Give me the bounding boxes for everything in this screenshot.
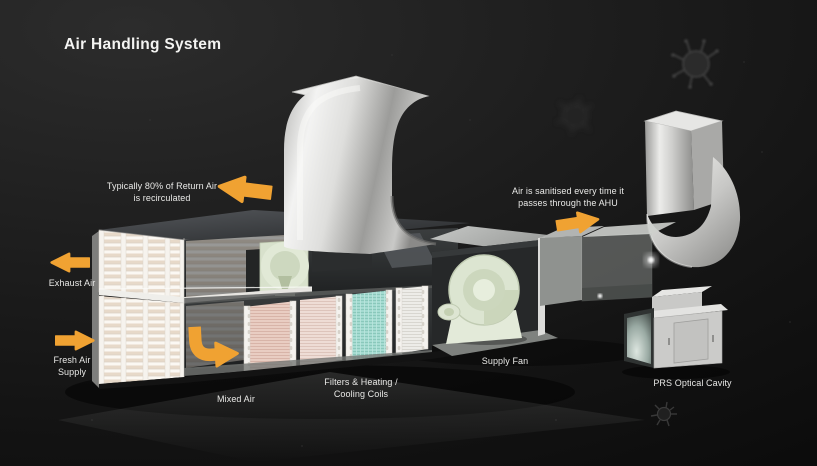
fresh-air-label-line2: Supply — [57, 367, 87, 378]
filters-coils-label: Filters & Heating / Cooling Coils — [297, 376, 425, 400]
fresh-air-label-line1: Fresh Air — [53, 355, 91, 365]
right-duct-graphic — [643, 110, 741, 268]
recirculated-label: Typically 80% of Return Air is recircula… — [97, 180, 227, 204]
sanitised-label-line2: passes through the AHU — [518, 198, 618, 209]
page-title: Air Handling System — [64, 36, 222, 53]
sanitised-arrow-right-icon — [555, 211, 600, 234]
virus-particle-icon — [555, 96, 593, 136]
sanitised-label-line1: Air is sanitised every time it — [511, 186, 625, 196]
filters-coils-label-line1: Filters & Heating / — [324, 377, 398, 387]
supply-fan-label: Supply Fan — [481, 356, 529, 366]
fresh-air-arrow-right-icon — [55, 330, 95, 351]
ahu-unit-graphic — [92, 210, 566, 389]
return-fan-graphic — [259, 239, 309, 296]
filter-coil-panels-graphic — [243, 285, 429, 374]
virus-particle-icon — [671, 39, 719, 89]
supply-fan-graphic — [437, 254, 522, 344]
fresh-air-label: Fresh Air Supply — [37, 354, 107, 378]
mixed-air-curved-arrow-icon — [188, 326, 239, 368]
recirculated-label-line1: Typically 80% of Return Air — [106, 181, 218, 191]
mixed-air-label: Mixed Air — [217, 394, 255, 404]
exhaust-air-label: Exhaust Air — [48, 278, 96, 288]
prs-optical-cavity-label: PRS Optical Cavity — [653, 378, 732, 388]
recirculated-label-line2: is recirculated — [133, 193, 191, 204]
return-duct-graphic — [284, 75, 437, 254]
prs-optical-cavity-graphic — [622, 286, 730, 379]
exhaust-air-arrow-left-icon — [50, 252, 90, 273]
virus-particle-icon — [650, 401, 677, 427]
sanitised-label: Air is sanitised every time it passes th… — [500, 185, 636, 209]
filters-coils-label-line2: Cooling Coils — [333, 389, 389, 400]
horizontal-duct-graphic — [540, 222, 676, 306]
recirculated-arrow-left-icon — [217, 175, 274, 204]
